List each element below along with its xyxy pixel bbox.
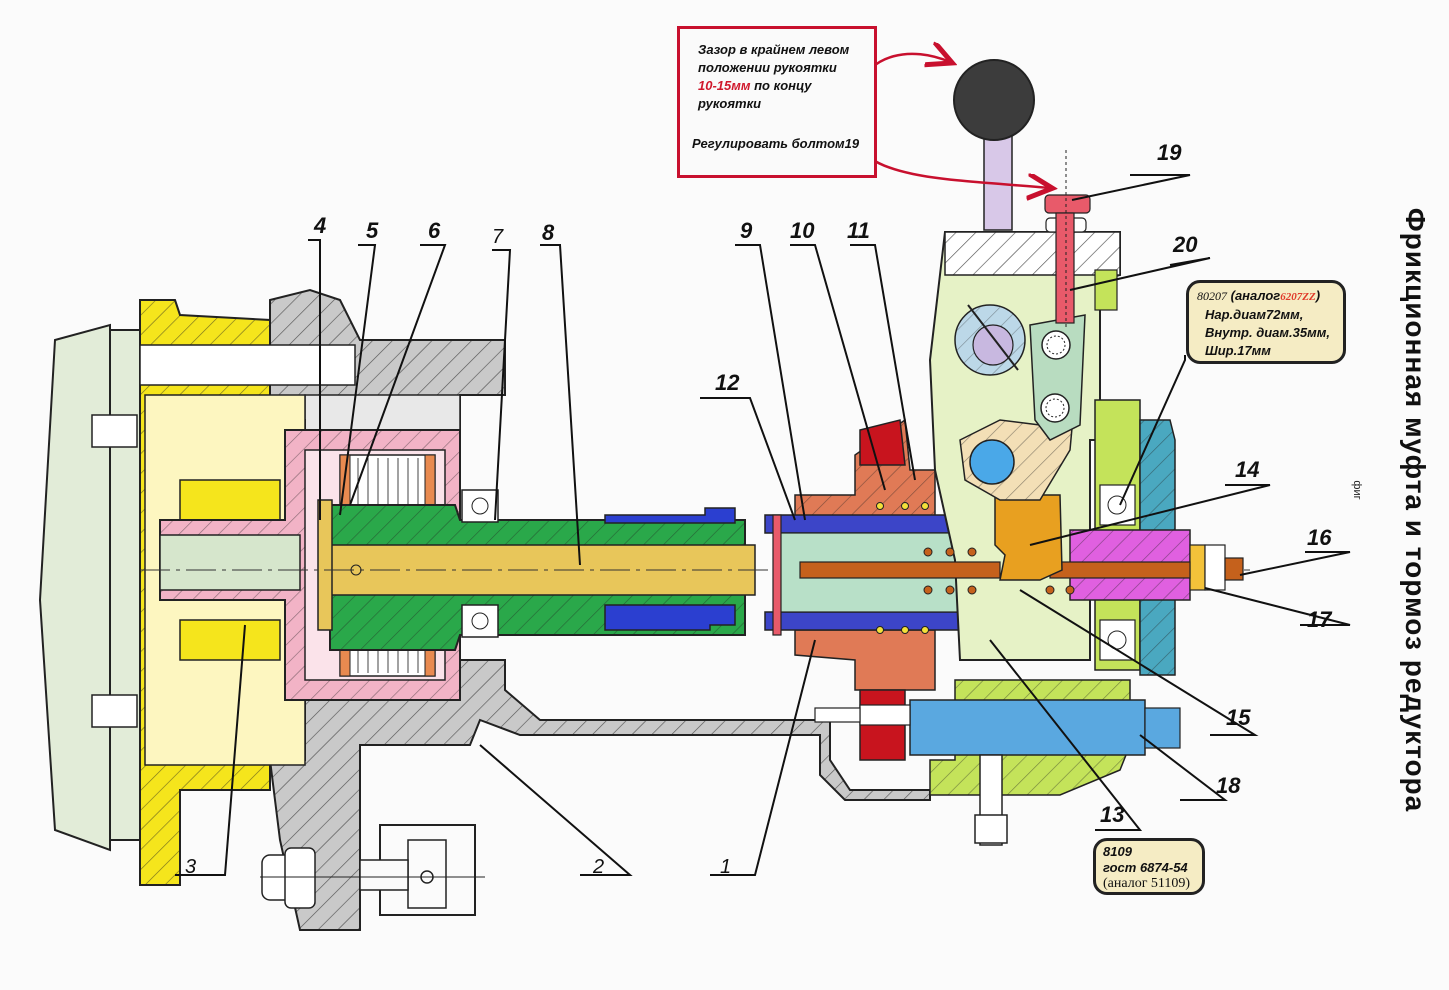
part-label-16: 16 [1307,525,1332,550]
bearing-analog-value: 6207ZZ [1280,291,1316,303]
bevel-gear [794,418,936,761]
gap-note-text: Зазор в крайнем левом положении рукоятки… [698,41,878,113]
part-label-20: 20 [1172,232,1198,257]
part-label-13: 13 [1100,802,1124,827]
part-label-2: 2 [592,856,604,878]
figure-label: фиг [1347,470,1367,510]
gap-value: 10-15мм [698,78,751,93]
part-label-3: 3 [185,856,196,878]
bearing-width: Шир.17мм [1205,343,1271,358]
thrust-bearing-callout: 8109 гост 6874-54 (аналог 51109) [1093,838,1205,895]
part-labels: 1 2 3 4 5 6 7 8 9 10 11 12 13 14 15 16 1… [185,140,1333,878]
bearing-inner-diameter: Внутр. диам.35мм, [1205,325,1330,340]
adjust-note: Регулировать болтом19 [692,136,860,151]
handle-knob [953,59,1035,231]
part-label-9: 9 [740,218,753,243]
bearing-model-line: 80207 (аналог6207ZZ) [1197,287,1335,306]
part-label-1: 1 [720,856,731,878]
drawing-title: Фрикционная муфта и тормоз редуктора [1395,190,1435,830]
gap-note-line1: Зазор в крайнем левом положении рукоятки [698,42,850,75]
part-label-18: 18 [1216,773,1241,798]
part-label-4: 4 [313,213,326,238]
drawing-title-text: Фрикционная муфта и тормоз редуктора [1400,207,1431,813]
adjustment-note: Зазор в крайнем левом положении рукоятки… [677,26,877,178]
bearing-outer-diameter: Нар.диам72мм, [1205,307,1304,322]
brake-shoe-14 [994,494,1063,581]
thrust-standard: гост 6874-54 [1103,860,1188,875]
part-label-5: 5 [366,218,379,243]
part-label-7: 7 [492,226,504,248]
bearing-left [461,489,499,638]
part-label-8: 8 [542,220,555,245]
part-label-19: 19 [1157,140,1182,165]
motor-flange [38,323,141,852]
brake-shaft-18 [814,699,1181,846]
part-label-11: 11 [847,218,870,243]
part-label-14: 14 [1235,457,1259,482]
pull-rod-15 [799,502,1191,634]
sleeve-blue [604,507,736,631]
bearing-analog-prefix: (аналог [1230,288,1281,303]
bearing-analog-suffix: ) [1315,288,1321,303]
part-label-10: 10 [790,218,815,243]
mounting-bracket [260,824,485,916]
bearing-model: 80207 [1197,289,1227,303]
thrust-analog: (аналог 51109) [1103,876,1191,891]
part-label-6: 6 [428,218,441,243]
gap-note-line2: по концу рукоятки [698,78,812,111]
leader-lines [175,174,1351,876]
bearing-callout: 80207 (аналог6207ZZ) Нар.диам72мм, Внутр… [1186,280,1346,364]
part-label-17: 17 [1307,607,1333,632]
rod-8 [140,499,1250,631]
part-label-15: 15 [1226,705,1251,730]
thrust-model: 8109 [1103,844,1132,859]
cam-lever [954,304,1086,501]
part-label-12: 12 [715,370,740,395]
figure-label-text: фиг [1351,480,1363,500]
